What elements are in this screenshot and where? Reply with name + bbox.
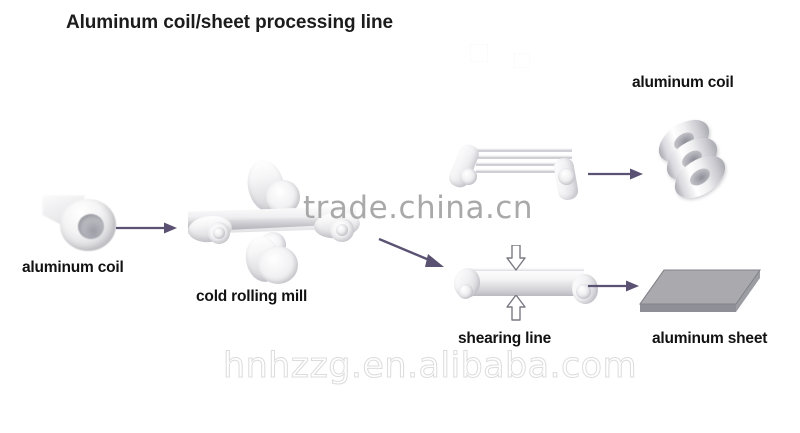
flow-arrow-mill-to-shearing: [378, 236, 448, 274]
label-input-coil: aluminum coil: [22, 259, 124, 276]
shear-press-up-arrow-icon: [505, 295, 527, 321]
shear-left-roller-cap: [458, 284, 473, 299]
flow-arrow-shearing-to-sheet: [588, 278, 640, 294]
rolling-mill-icon: [186, 156, 368, 285]
slit-strip-4: [476, 169, 572, 172]
label-output-sheet: aluminum sheet: [652, 330, 768, 347]
shear-belt: [470, 270, 584, 296]
mill-lower-roller-cap2: [258, 246, 298, 284]
slit-strip-2: [476, 155, 572, 158]
shear-belt-highlight: [470, 268, 584, 271]
slit-right-knob: [558, 168, 575, 185]
coil-torus-icon: [40, 193, 122, 255]
slit-strip-1: [476, 148, 572, 151]
label-cold-rolling-mill: cold rolling mill: [196, 288, 308, 305]
watermark-alibaba: hnhzzg.en.alibaba.com: [223, 346, 638, 387]
page-title: Aluminum coil/sheet processing line: [66, 12, 393, 33]
label-shearing-line: shearing line: [458, 330, 552, 347]
coil-stack-icon: [648, 111, 744, 208]
slitting-line-icon: [446, 138, 588, 206]
label-output-coil: aluminum coil: [632, 74, 734, 91]
shear-right-roller-cap: [576, 284, 591, 299]
slit-left-knob: [460, 168, 477, 185]
watermark-trade-china: trade.china.cn: [303, 190, 533, 226]
coil-hole-shape: [78, 214, 104, 239]
shearing-line-icon: [452, 262, 602, 324]
coil-ring-3-hole: [686, 165, 714, 189]
shear-press-down-arrow-icon: [505, 245, 527, 271]
faint-watermark-artifact: [462, 38, 532, 68]
flow-arrow-coil-to-mill: [116, 220, 178, 236]
mill-left-roller-knob: [213, 227, 225, 239]
sheet-slab-icon: [636, 268, 766, 324]
flow-arrow-slitting-to-coil: [588, 166, 644, 182]
mill-right-roller-knob: [336, 224, 348, 236]
slit-strip-3: [476, 162, 572, 165]
